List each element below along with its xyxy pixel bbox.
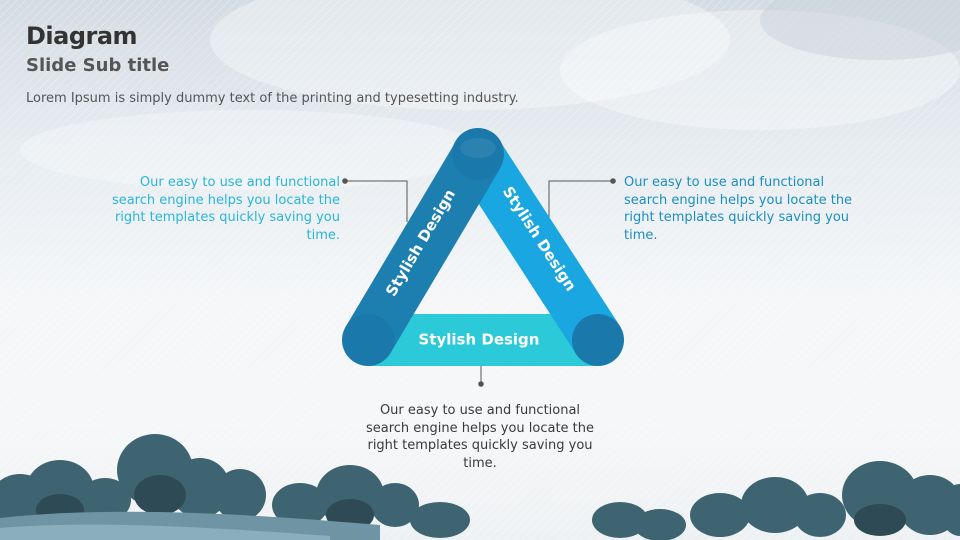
bar-right: [456, 140, 620, 355]
bar-bottom-label: Stylish Design: [419, 331, 540, 349]
caption-bottom: Our easy to use and functional search en…: [365, 403, 595, 471]
slide-intro-text: Lorem Ipsum is simply dummy text of the …: [26, 91, 519, 106]
joint-bottom-right: [572, 314, 624, 366]
caption-right: Our easy to use and functional search en…: [624, 175, 853, 243]
slide-title: Diagram: [26, 22, 138, 50]
slide-subtitle: Slide Sub title: [26, 55, 170, 76]
connector-right: [548, 178, 616, 222]
connector-left: [342, 178, 408, 222]
joint-top: [452, 128, 504, 180]
bar-left: [345, 141, 501, 354]
joint-bottom-left: [342, 314, 394, 366]
caption-left: Our easy to use and functional search en…: [111, 175, 340, 243]
connector-bottom: [478, 366, 484, 387]
